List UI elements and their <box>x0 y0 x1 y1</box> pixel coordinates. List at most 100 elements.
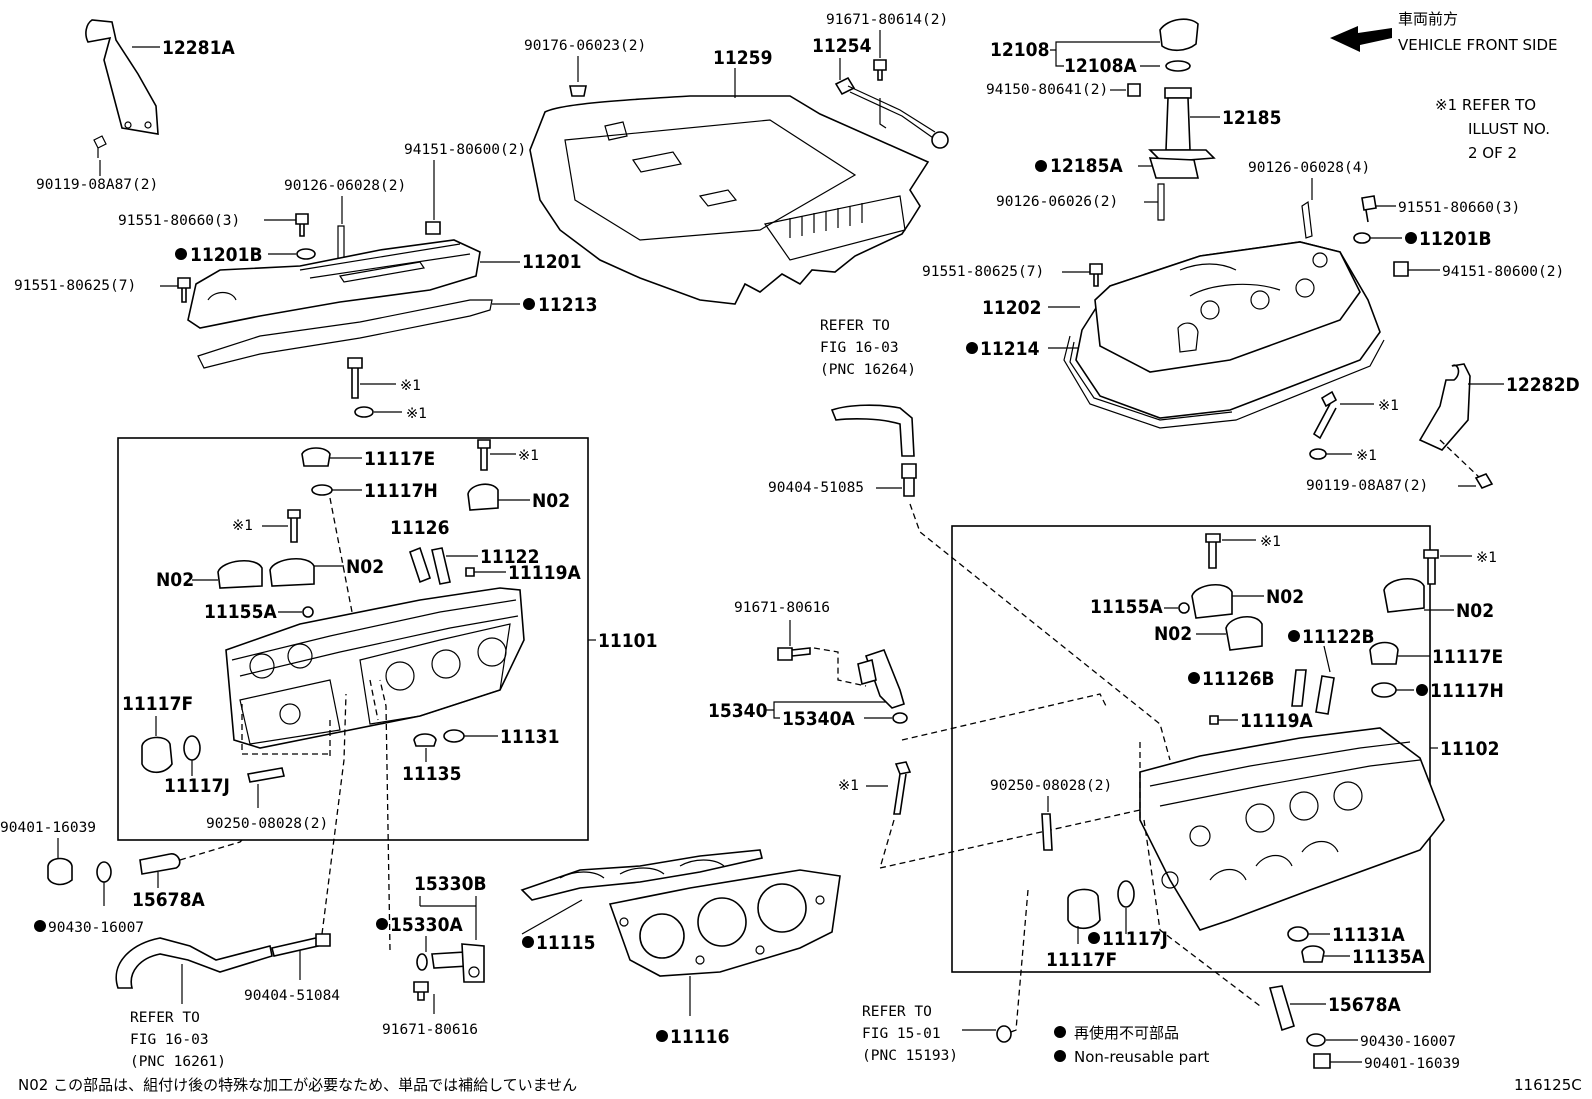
valve-cover-left-11201 <box>187 239 481 329</box>
label-11131: 11131 <box>500 726 559 748</box>
oil-hose-left <box>115 937 273 989</box>
label-91551-80660-right: 91551-80660(3) <box>1398 200 1520 216</box>
label-11126: 11126 <box>390 517 449 539</box>
legend-jp: 再使用不可部品 <box>1074 1024 1179 1042</box>
label-90250-right: 90250-08028(2) <box>990 778 1112 794</box>
label-11101: 11101 <box>598 630 657 652</box>
plug-11117F-right-icon <box>1067 888 1101 930</box>
label-N02-a: N02 <box>532 490 570 512</box>
engine-hanger-bracket-left <box>85 19 159 158</box>
ref-x1-a: ※1 <box>400 378 421 394</box>
valve-guide-11122-icon <box>431 547 451 585</box>
label-12185: 12185 <box>1222 107 1281 129</box>
cam-cap-n02-a-icon <box>467 483 499 511</box>
label-11117H-left: 11117H <box>364 480 438 502</box>
label-11201B-right: 11201B <box>1419 228 1492 250</box>
label-90126-06028-left: 90126-06028(2) <box>284 178 406 194</box>
dowel-90250-left-icon <box>247 767 285 783</box>
legend-dot-jp <box>1054 1026 1066 1038</box>
non-reusable-dot <box>1088 932 1100 944</box>
label-11119A-left: 11119A <box>508 562 581 584</box>
washer-11135A-icon <box>1301 945 1325 963</box>
label-11155A-left: 11155A <box>204 601 277 623</box>
non-reusable-dot <box>34 920 46 932</box>
oring-11117J-right-icon <box>1117 880 1135 908</box>
ref-x1-h: ※1 <box>1260 534 1281 550</box>
plug-11117E-right-icon <box>1369 641 1399 665</box>
valve-guide-11126B-icon <box>1291 669 1307 707</box>
label-90401-right: 90401-16039 <box>1364 1056 1460 1072</box>
bolt-91671-80616-b-icon <box>413 981 429 1001</box>
oring-ref-15-01-icon <box>996 1025 1012 1043</box>
label-11119A-right: 11119A <box>1240 710 1313 732</box>
note-refer-line2: ILLUST NO. <box>1468 120 1550 138</box>
label-15340A: 15340A <box>782 708 855 730</box>
label-11259: 11259 <box>713 47 772 69</box>
label-15678A-right: 15678A <box>1328 994 1401 1016</box>
ref-x1-c: ※1 <box>518 448 539 464</box>
vehicle-front-arrow-icon <box>1330 26 1392 52</box>
vehicle-front-jp: 車両前方 <box>1398 10 1458 28</box>
ref-fig16-03-b-line2: FIG 16-03 <box>130 1032 209 1048</box>
label-90401-left: 90401-16039 <box>0 820 96 836</box>
non-reusable-dot <box>1416 684 1428 696</box>
legend-dot-en <box>1054 1050 1066 1062</box>
bolt-x1-left-top-icon <box>347 357 363 399</box>
label-11202: 11202 <box>982 297 1041 319</box>
oil-hose-center <box>830 404 915 457</box>
oil-control-valve-15340 <box>857 649 905 709</box>
non-reusable-dot <box>656 1030 668 1042</box>
label-11115: 11115 <box>536 932 595 954</box>
plug-11117F-left-icon <box>141 736 173 774</box>
oil-filler-pipe-12185 <box>1148 87 1216 163</box>
head-gasket-left-11116 <box>608 869 841 977</box>
plug-90401-left-icon <box>47 857 73 886</box>
label-94151-80600-left: 94151-80600(2) <box>404 142 526 158</box>
dowel-90250-right-icon <box>1041 813 1053 851</box>
valve-cover-right-11202 <box>1075 241 1381 419</box>
label-11122B: 11122B <box>1302 626 1375 648</box>
ref-fig16-03-a-line1: REFER TO <box>820 318 890 334</box>
non-reusable-dot <box>376 918 388 930</box>
label-12108A: 12108A <box>1064 55 1137 77</box>
label-11122: 11122 <box>480 546 539 568</box>
cam-cap-n02-b-icon <box>217 560 263 589</box>
cylinder-head-right-group-box <box>951 525 1431 973</box>
label-15330B: 15330B <box>414 873 487 895</box>
non-reusable-dot <box>1405 232 1417 244</box>
gasket-90430-left-icon <box>96 861 112 883</box>
label-11117F-left: 11117F <box>122 693 193 715</box>
oring-11117J-left-icon <box>183 735 201 761</box>
label-94151-80600-right: 94151-80600(2) <box>1442 264 1564 280</box>
label-11126B: 11126B <box>1202 668 1275 690</box>
bolt-x1-right-icon <box>1312 390 1338 440</box>
label-12185A: 12185A <box>1050 155 1123 177</box>
label-11214: 11214 <box>980 338 1040 360</box>
washer-x1-left-icon <box>354 406 374 418</box>
cam-cap-n02-c-icon <box>269 558 315 587</box>
ref-x1-e: ※1 <box>1378 398 1399 414</box>
oring-11117H-left-icon <box>311 484 333 496</box>
label-91671-80616-a: 91671-80616 <box>734 600 830 616</box>
label-90119-left: 90119-08A87(2) <box>36 177 158 193</box>
note-refer-line1: ※1 REFER TO <box>1435 96 1536 114</box>
bolt-x1-i-icon <box>1423 549 1439 585</box>
stud-90126-06028-left-icon <box>337 225 345 261</box>
label-11135A: 11135A <box>1352 946 1425 968</box>
label-11201: 11201 <box>522 251 581 273</box>
ref-fig16-03-b-line1: REFER TO <box>130 1010 200 1026</box>
plug-90401-right-icon <box>1313 1053 1331 1069</box>
label-91671-80614: 91671-80614(2) <box>826 12 948 28</box>
non-reusable-dot <box>1288 630 1300 642</box>
label-90404-51085: 90404-51085 <box>768 480 864 496</box>
label-11117J-left: 11117J <box>164 775 230 797</box>
label-N02-e: N02 <box>1154 623 1192 645</box>
label-11117J-right: 11117J <box>1102 928 1168 950</box>
plug-11119A-right-icon <box>1209 715 1219 725</box>
valve-cover-gasket-left-11213 <box>197 299 493 369</box>
footer-note-n02: N02 この部品は、組付け後の特殊な加工が必要なため、単品では補給していません <box>18 1076 577 1094</box>
label-11117F-right: 11117F <box>1046 949 1117 971</box>
label-91671-80616-b: 91671-80616 <box>382 1022 478 1038</box>
label-11254: 11254 <box>812 35 872 57</box>
